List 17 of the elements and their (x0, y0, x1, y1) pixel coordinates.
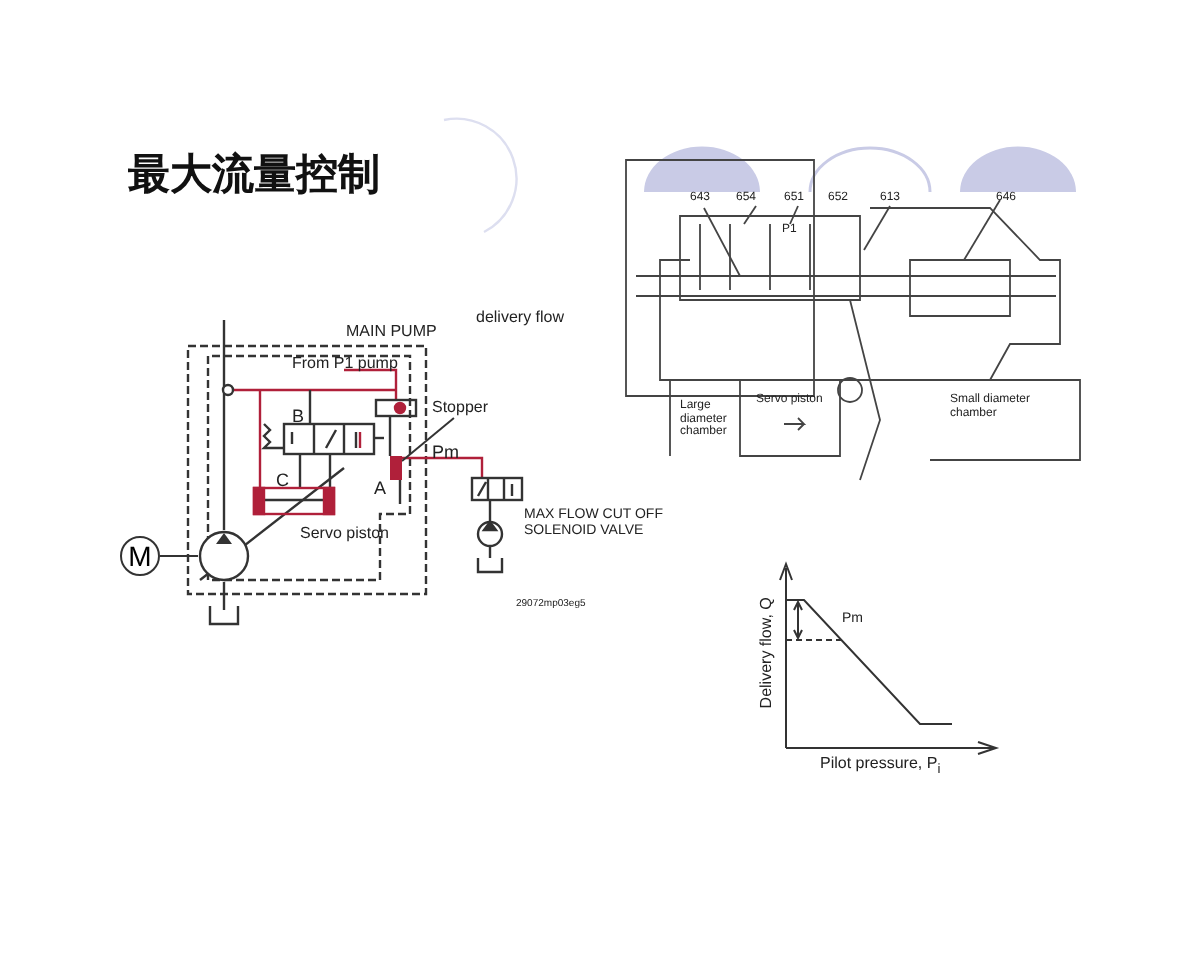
leader-line (401, 417, 455, 463)
label: C (276, 472, 291, 492)
title: 最大流量控制 (128, 152, 380, 199)
label: From P1 pump (292, 356, 400, 374)
pump-symbol (198, 530, 250, 582)
label: MAIN PUMP (346, 324, 439, 342)
label: Servo piston (300, 526, 391, 544)
label: Stopper (432, 398, 500, 418)
label: delivery flow (476, 310, 567, 328)
label: B (292, 408, 307, 428)
label: A (374, 480, 389, 500)
axis-title: Delivery flow, Q (759, 595, 777, 713)
shaft-line (159, 555, 199, 557)
axis-title: Pilot pressure, P$_{i}$ (820, 756, 943, 778)
label: Pm (432, 444, 461, 464)
motor-symbol: M (120, 536, 160, 576)
stopper (390, 454, 402, 478)
